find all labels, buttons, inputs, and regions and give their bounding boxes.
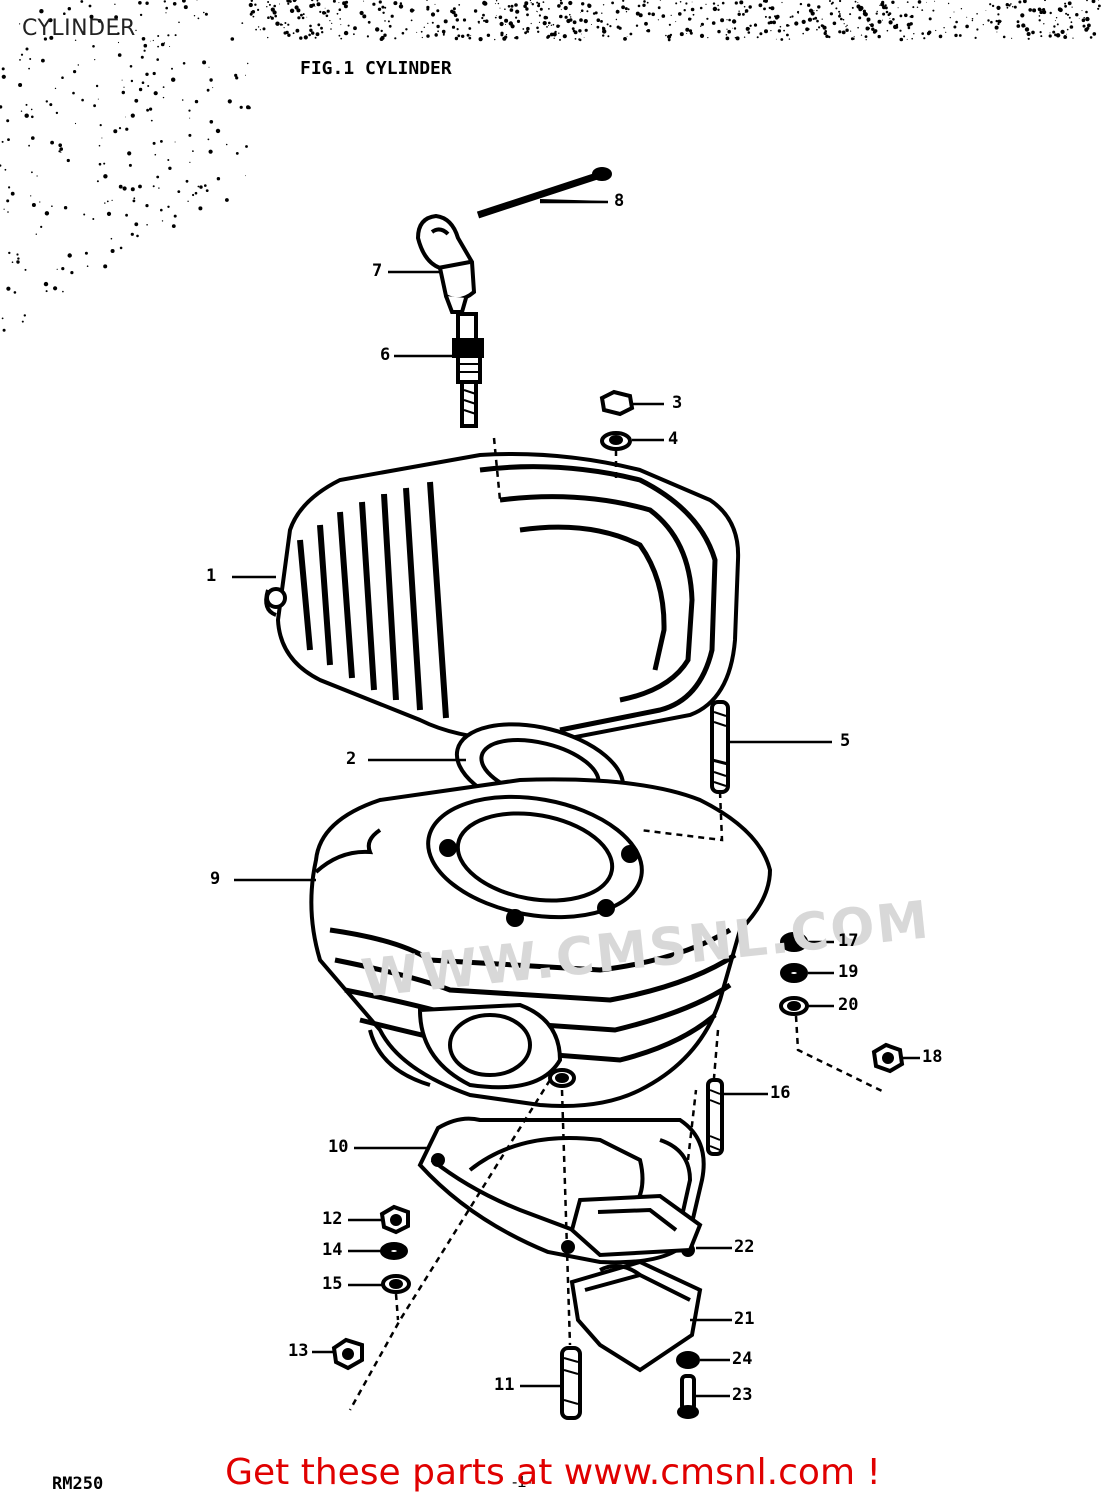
callout-9[interactable]: 9 <box>210 869 221 889</box>
part-cylinder-head <box>264 452 741 743</box>
callout-19[interactable]: 19 <box>838 962 859 982</box>
callout-3[interactable]: 3 <box>672 393 683 413</box>
part-exhaust-flange <box>569 1193 703 1419</box>
callout-12[interactable]: 12 <box>322 1209 343 1229</box>
promo-link[interactable]: Get these parts at www.cmsnl.com ! <box>225 1452 881 1493</box>
part-nut-top <box>599 389 635 451</box>
callout-21[interactable]: 21 <box>734 1309 755 1329</box>
part-stud-16 <box>706 1078 724 1156</box>
callout-5[interactable]: 5 <box>840 731 851 751</box>
callout-22[interactable]: 22 <box>734 1237 755 1257</box>
callout-10[interactable]: 10 <box>328 1137 349 1157</box>
page-number: -1- <box>512 1474 532 1491</box>
model-code: RM250 <box>52 1474 104 1494</box>
callout-15[interactable]: 15 <box>322 1274 343 1294</box>
callout-13[interactable]: 13 <box>288 1341 309 1361</box>
callout-6[interactable]: 6 <box>380 345 391 365</box>
callout-1[interactable]: 1 <box>206 566 217 586</box>
callout-20[interactable]: 20 <box>838 995 859 1015</box>
page-title: CYLINDER <box>22 16 136 41</box>
callout-8[interactable]: 8 <box>614 191 625 211</box>
callout-24[interactable]: 24 <box>732 1349 753 1369</box>
callout-11[interactable]: 11 <box>494 1375 515 1395</box>
figure-caption: FIG.1 CYLINDER <box>300 58 452 79</box>
callout-7[interactable]: 7 <box>372 261 383 281</box>
leader-lines <box>232 200 920 1411</box>
callout-4[interactable]: 4 <box>668 429 679 449</box>
part-cylinder <box>309 777 773 1108</box>
callout-14[interactable]: 14 <box>322 1240 343 1260</box>
callout-18[interactable]: 18 <box>922 1047 943 1067</box>
part-spark-plug <box>452 312 484 428</box>
callout-17[interactable]: 17 <box>838 931 859 951</box>
part-nut-washers-right <box>779 932 905 1074</box>
part-rod <box>476 167 612 219</box>
part-stud-11 <box>560 1346 582 1420</box>
part-stud-5 <box>710 700 730 794</box>
part-nut-washers-left <box>331 1204 411 1371</box>
callout-23[interactable]: 23 <box>732 1385 753 1405</box>
callout-16[interactable]: 16 <box>770 1083 791 1103</box>
part-plug-cap <box>415 213 477 314</box>
callout-2[interactable]: 2 <box>346 749 357 769</box>
